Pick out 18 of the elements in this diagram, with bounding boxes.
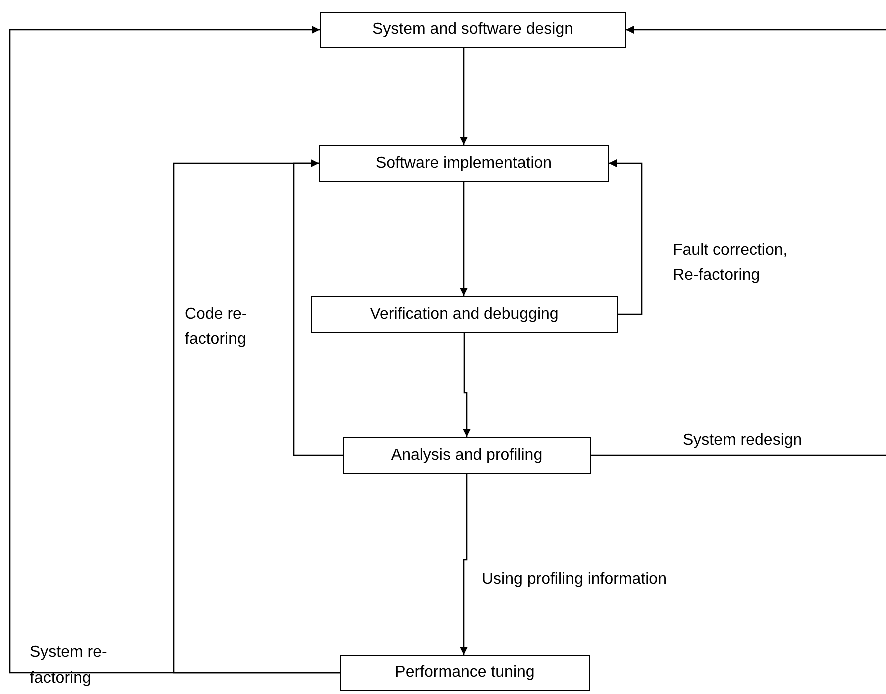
arrow	[460, 182, 468, 296]
process-box: Verification and debugging	[311, 296, 618, 333]
edge-label: Using profiling information	[482, 570, 668, 590]
arrow	[9, 26, 340, 674]
edge-label: Fault correction, Re-factoring	[673, 241, 789, 286]
arrow	[609, 160, 643, 316]
process-box: System and software design	[320, 12, 626, 48]
arrow	[460, 474, 468, 655]
arrow	[626, 26, 886, 34]
arrow	[460, 48, 468, 145]
arrow	[463, 333, 471, 437]
edge-label: System re-factoring	[30, 643, 108, 689]
process-box: Analysis and profiling	[343, 437, 591, 474]
edge-label: System redesign	[683, 431, 804, 451]
process-box: Software implementation	[319, 145, 609, 182]
process-box: Performance tuning	[340, 655, 590, 691]
edge-label: Code re-factoring	[185, 305, 248, 350]
connector-line	[591, 454, 886, 456]
